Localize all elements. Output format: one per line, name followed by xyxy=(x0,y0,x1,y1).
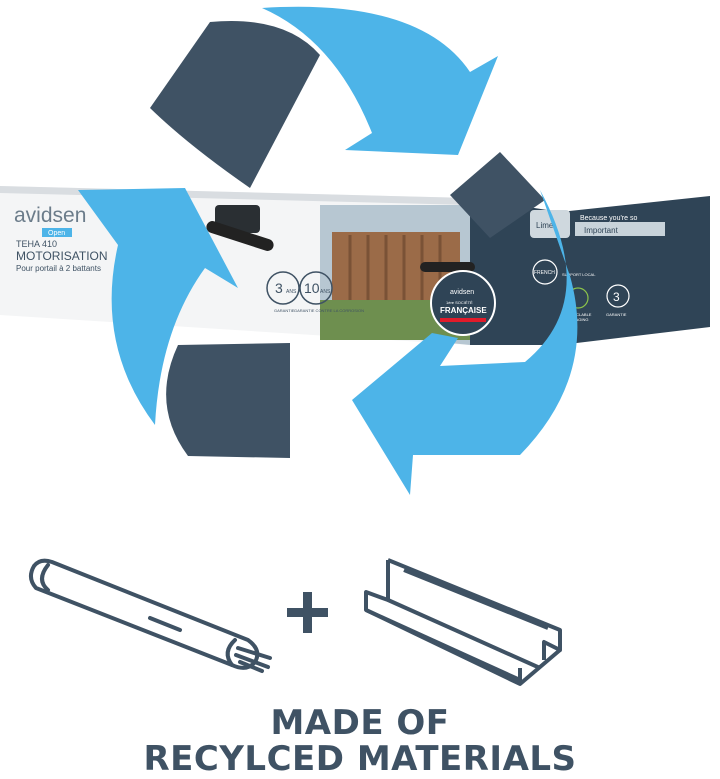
corrosion-label: GARANTIE CONTRE LA CORROSION xyxy=(294,308,364,313)
caption-line-2: RECYLCED MATERIALS xyxy=(143,739,577,779)
warranty-years: 3 xyxy=(275,280,283,296)
side-logo: Lime xyxy=(536,221,554,230)
side-label-garantie: GARANTIE xyxy=(606,312,627,317)
side-tagline-1: Because you're so xyxy=(580,215,637,222)
box-model: TEHA 410 xyxy=(16,239,57,249)
corrosion-years-unit: ANS xyxy=(320,289,331,295)
right-recycle-arrow xyxy=(352,190,578,495)
right-dark-band xyxy=(450,152,545,238)
seal-brand: avidsen xyxy=(450,289,474,296)
side-badge-years: 3 xyxy=(613,290,620,304)
warranty-label: GARANTIE xyxy=(274,308,295,313)
bottom-left-dark-band xyxy=(166,343,290,458)
top-recycle-arrow xyxy=(262,6,498,155)
plus-icon xyxy=(287,592,328,633)
side-badge-french: FRENCH xyxy=(534,270,555,276)
top-left-dark-band xyxy=(150,20,320,189)
side-tagline-2: Important xyxy=(584,226,619,235)
recycled-channel-icon xyxy=(364,558,562,686)
box-product: MOTORISATION xyxy=(16,249,108,263)
side-label-support: SUPPORT LOCAL xyxy=(562,272,596,277)
left-recycle-arrow xyxy=(78,188,238,425)
box-brand-tag: Open xyxy=(48,230,65,237)
side-label-recyclable: RECYCLABLE xyxy=(565,312,592,317)
seal-main: FRANÇAISE xyxy=(440,306,487,315)
seal-top: 1ère SOCIÉTÉ xyxy=(446,300,473,305)
box-brand: avidsen xyxy=(14,204,86,227)
box-subtitle: Pour portail à 2 battants xyxy=(16,264,101,273)
recycled-rod-icon xyxy=(29,558,272,673)
caption-line-1: MADE OF xyxy=(270,703,450,743)
warranty-years-unit: ANS xyxy=(286,289,297,295)
corrosion-years: 10 xyxy=(304,280,320,296)
